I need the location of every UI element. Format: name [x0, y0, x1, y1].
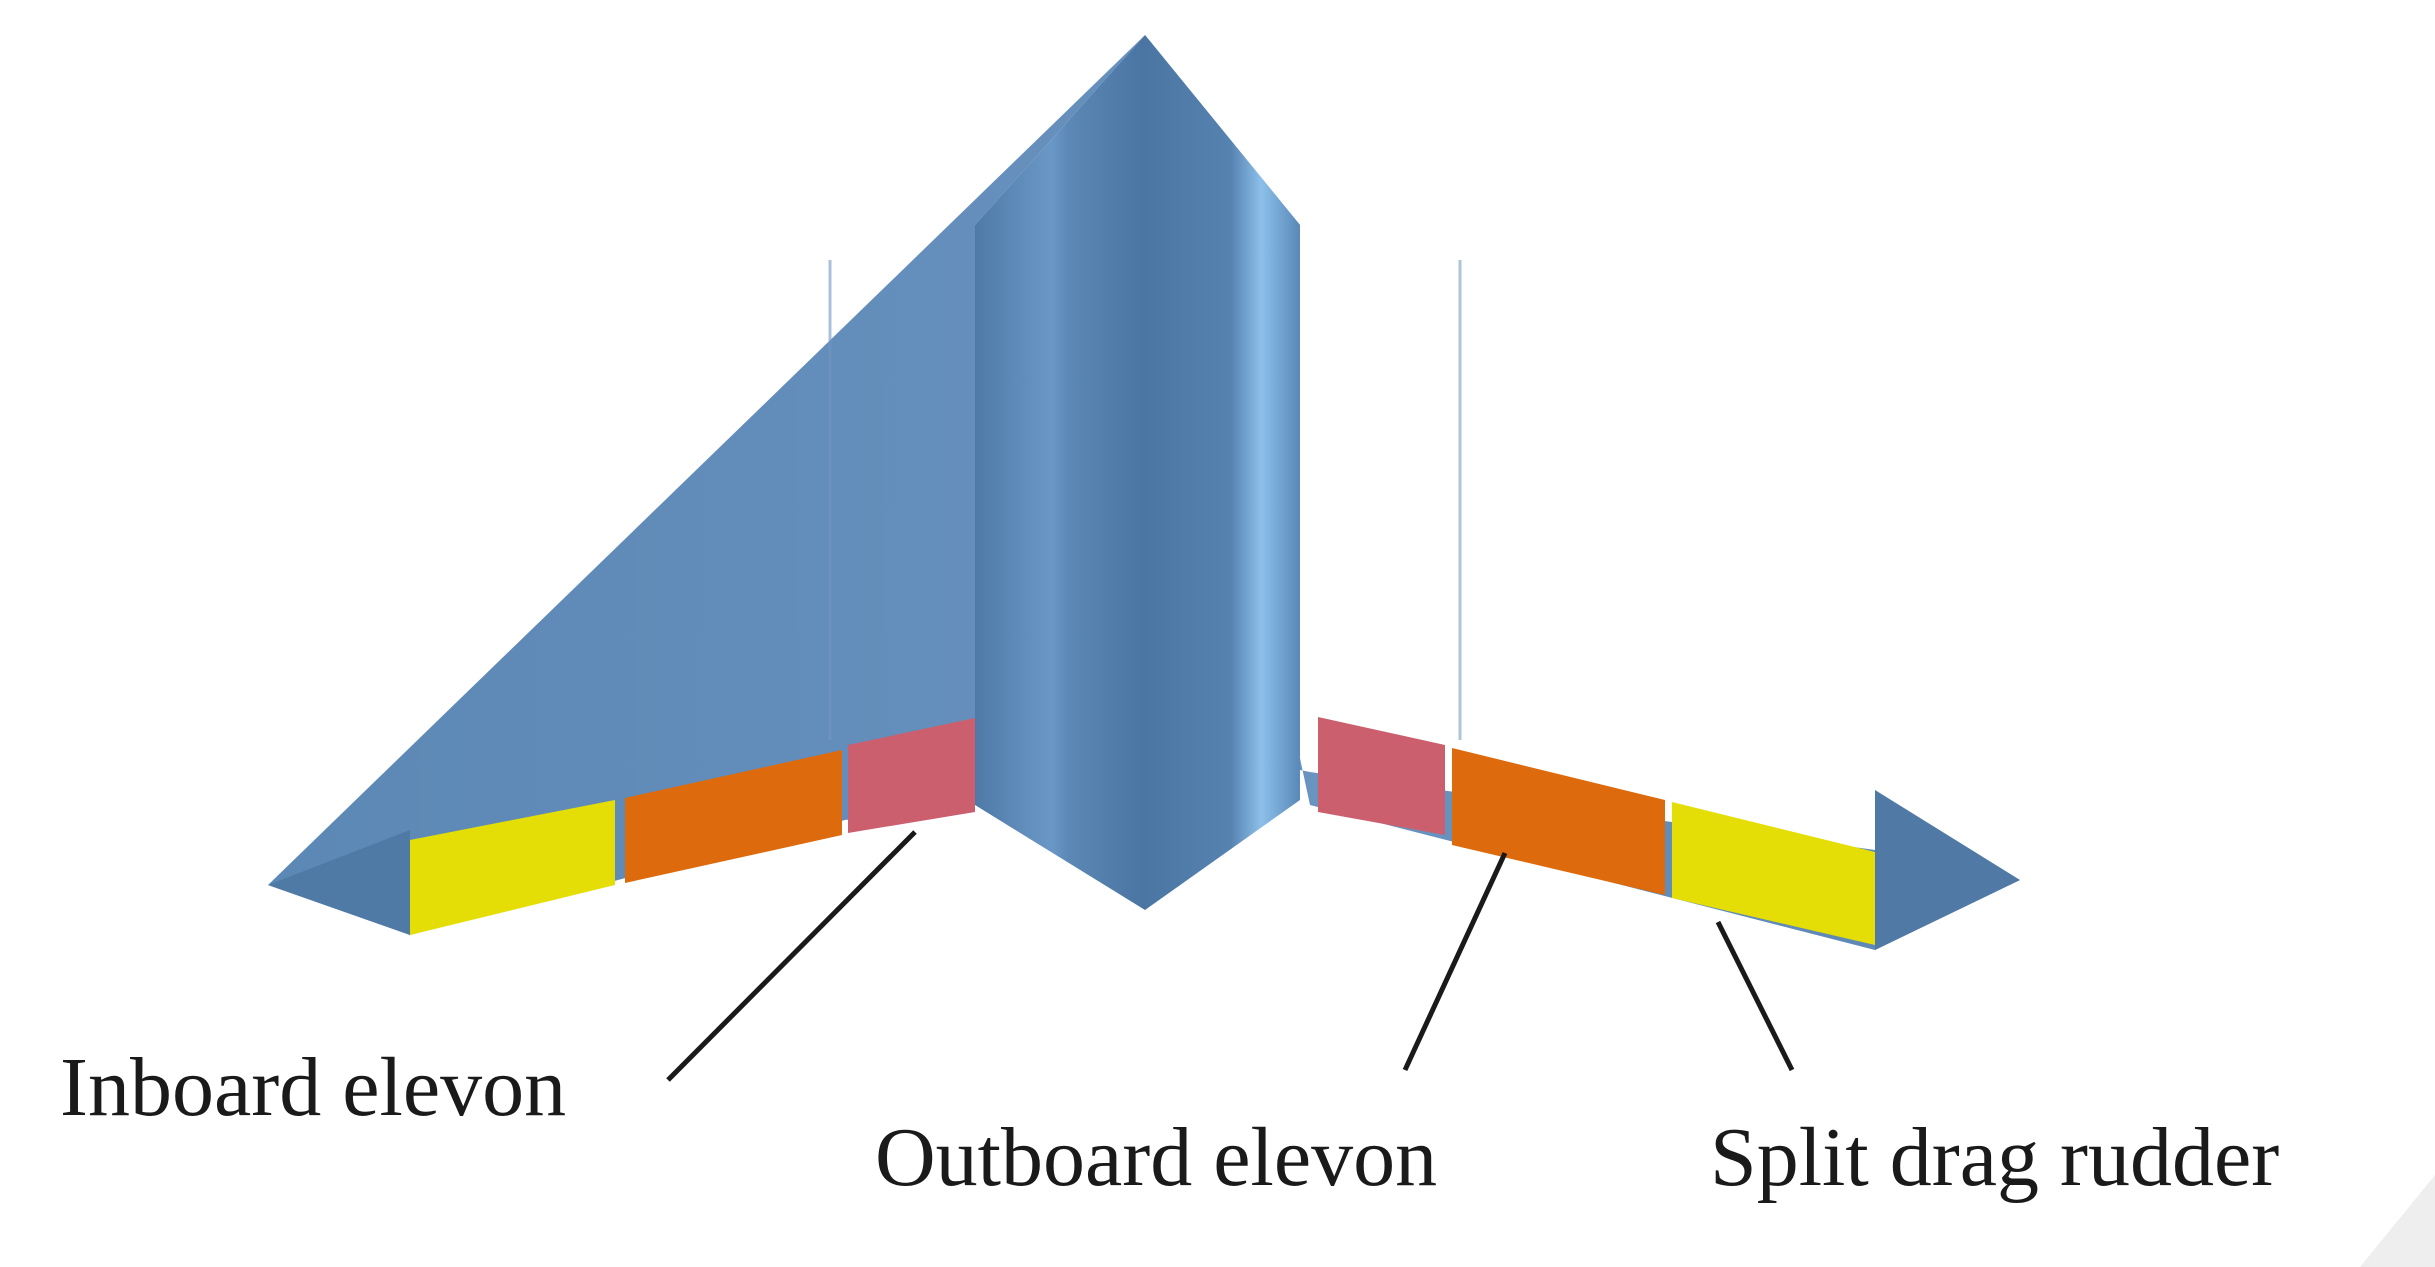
- inboard-elevon-label: Inboard elevon: [60, 1041, 566, 1134]
- left-wing: [268, 35, 1145, 935]
- inboard-elevon-leader: [666, 830, 917, 1082]
- right-wingtip: [1875, 790, 2020, 950]
- left-outboard-elevon: [625, 750, 842, 883]
- outboard-elevon-label: Outboard elevon: [875, 1111, 1437, 1204]
- split-drag-rudder-leader: [1715, 920, 1795, 1072]
- left-split-drag-rudder: [410, 800, 615, 935]
- split-drag-rudder-label: Split drag rudder: [1710, 1111, 2279, 1204]
- center-body-right-face: [1145, 35, 1300, 910]
- right-split-drag-rudder: [1672, 802, 1875, 945]
- right-outboard-elevon: [1452, 748, 1665, 895]
- left-inboard-elevon: [848, 718, 975, 833]
- corner-decoration: [2360, 1175, 2435, 1267]
- outboard-elevon-leader: [1402, 851, 1508, 1072]
- right-inboard-elevon: [1318, 717, 1445, 835]
- left-wingtip: [268, 830, 410, 935]
- center-body-left-face: [975, 35, 1145, 910]
